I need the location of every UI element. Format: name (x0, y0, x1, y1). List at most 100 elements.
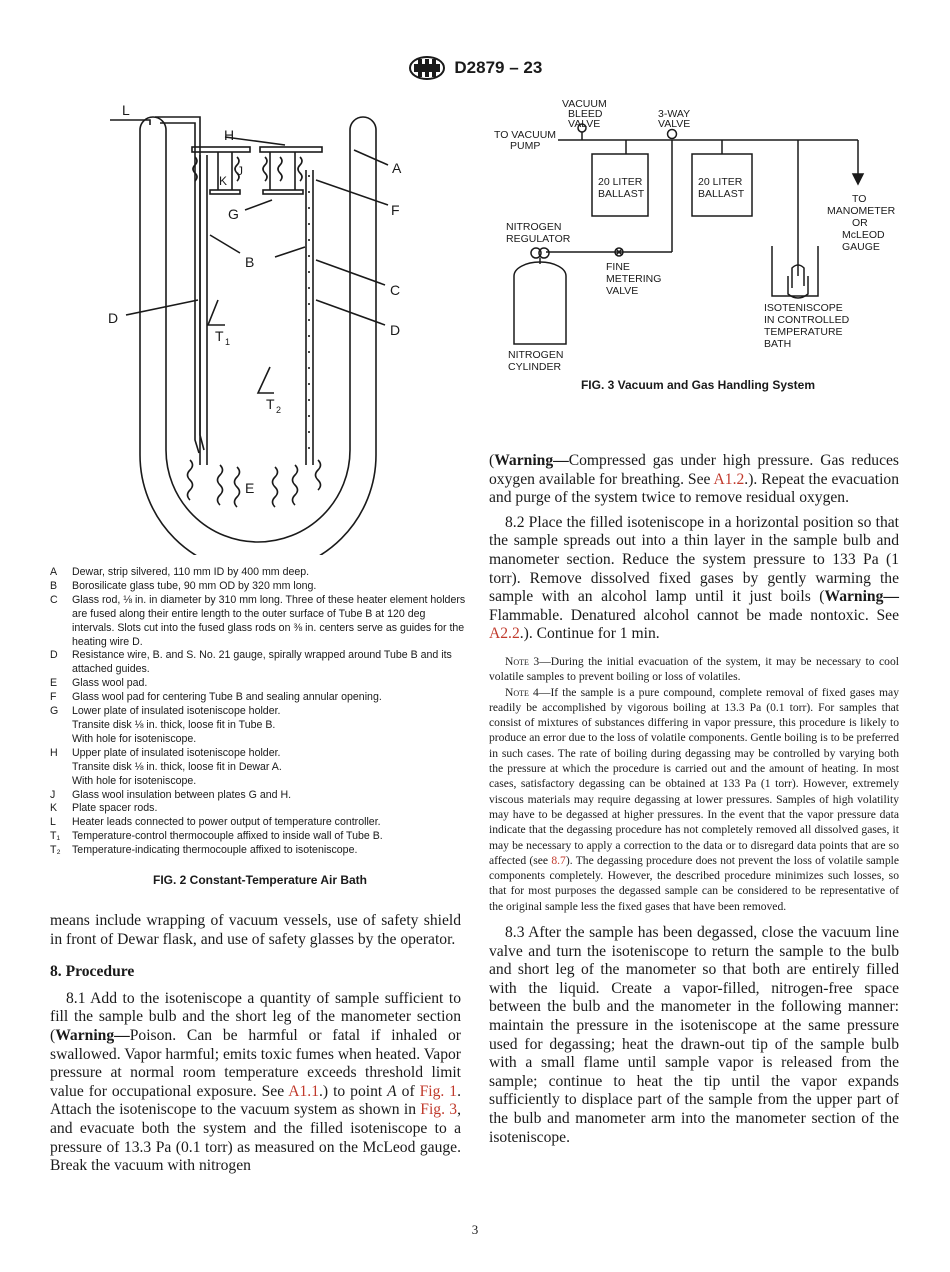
p81-warning: Warning— (55, 1026, 130, 1044)
p81-text-f: , and evacuate both the system and the f… (50, 1101, 461, 1175)
p82-warning: Warning— (824, 588, 899, 606)
callout-E: E (245, 480, 254, 496)
legend-text: Transite disk ⅛ in. thick, loose fit in … (72, 718, 276, 731)
label-ballast1-2: BALLAST (598, 188, 645, 200)
label-isoteniscope-1: ISOTENISCOPE (764, 302, 843, 314)
link-a2-2[interactable]: A2.2 (489, 625, 520, 643)
paragraph-continuation: (Warning—Compressed gas under high press… (489, 452, 899, 508)
label-three-way-2: VALVE (658, 118, 690, 130)
label-isoteniscope-4: BATH (764, 338, 791, 350)
callout-T1: T (215, 328, 224, 344)
legend-row: Transite disk ⅛ in. thick, loose fit in … (50, 761, 470, 775)
cont-text-a: ( (489, 452, 495, 469)
page-header: D2879 – 23 (0, 56, 950, 80)
document-id: D2879 – 23 (454, 58, 543, 77)
fig2-caption: FIG. 2 Constant-Temperature Air Bath (152, 873, 368, 887)
label-to-manometer-2: MANOMETER (827, 205, 896, 217)
link-fig-1[interactable]: Fig. 1 (419, 1082, 458, 1100)
link-8-7[interactable]: 8.7 (551, 853, 566, 867)
legend-text: Borosilicate glass tube, 90 mm OD by 320… (72, 579, 317, 592)
legend-text: Plate spacer rods. (72, 802, 158, 815)
callout-D-left: D (108, 310, 118, 326)
legend-text: Glass wool insulation between plates G a… (72, 788, 292, 801)
note-4-text-b: ). The degassing procedure does not prev… (489, 853, 899, 913)
paragraph-8-3: 8.3 After the sample has been degassed, … (489, 923, 899, 1146)
p81-text-a: 8.1 Add to the isoteniscope a quantity o… (50, 989, 461, 1044)
legend-key: F (50, 691, 57, 704)
note-4-label: Note 4 (505, 685, 539, 699)
note-4: Note 4—If the sample is a pure compound,… (489, 685, 899, 914)
link-a1-2[interactable]: A1.2 (713, 470, 745, 488)
cont-text-c: .). Repeat the evacuation and purge of t… (489, 470, 899, 507)
callout-A: A (392, 160, 402, 176)
cont-text-b: Compressed gas under high pressure. Gas … (489, 452, 899, 488)
fig2-drawing: L H A K J F G B C D D T 1 T 2 E (108, 102, 402, 555)
legend-text: Lower plate of insulated isoteniscope ho… (72, 705, 281, 718)
right-column: ( Warning— Compressed gas under high press… (489, 452, 899, 1147)
legend-text: Transite disk ⅛ in. thick, loose fit in … (72, 760, 282, 773)
callout-K: K (219, 174, 227, 188)
legend-text: With hole for isoteniscope. (72, 732, 197, 745)
legend-key: B (50, 579, 58, 592)
legend-row: G Lower plate of insulated isoteniscope h… (50, 705, 470, 719)
legend-key: L (50, 816, 56, 829)
label-three-way-1: 3-WAY (658, 108, 690, 120)
legend-row: J Glass wool insulation between plates G … (50, 789, 470, 803)
note-4-text-a: —If the sample is a pure compound, compl… (489, 685, 899, 867)
paragraph-8-1: 8.1 Add to the isoteniscope a quantity o… (50, 990, 461, 1176)
left-column: means include wrapping of vacuum vessels… (50, 912, 461, 1176)
callout-L: L (122, 102, 130, 118)
p82-text-c: .). Continue for 1 min. (519, 625, 660, 643)
astm-logo (408, 56, 445, 80)
callout-D-right: D (390, 322, 400, 338)
legend-key (50, 733, 72, 747)
label-to-manometer-1: TO (852, 193, 866, 205)
p82-text-b: Flammable. Denatured alcohol cannot be m… (489, 606, 899, 624)
label-fine-meter-1: FINE (606, 261, 630, 273)
fig3-drawing: VACUUM BLEED VALVE 3-WAY VALVE TO VACUUM… (494, 98, 896, 373)
label-vacuum-bleed-3: VALVE (568, 118, 600, 130)
link-fig-3[interactable]: Fig. 3 (420, 1101, 458, 1119)
label-nitrogen-cyl-2: CYLINDER (508, 361, 562, 373)
legend-text: Temperature-control thermocouple affixed… (72, 830, 383, 843)
legend-key: J (50, 788, 56, 801)
label-fine-meter-3: VALVE (606, 285, 638, 297)
note-3: Note 3—During the initial evacuation of … (489, 654, 899, 685)
legend-key: G (50, 705, 59, 718)
callout-C: C (390, 282, 400, 298)
callout-B: B (245, 254, 254, 270)
label-to-manometer-4: McLEOD (842, 229, 885, 241)
label-ballast2-1: 20 LITER (698, 176, 743, 188)
label-ballast2-2: BALLAST (698, 188, 745, 200)
callout-H: H (224, 127, 234, 143)
legend-row: L Heater leads connected to power output … (50, 816, 470, 830)
link-a1-1[interactable]: A1.1 (288, 1082, 320, 1100)
legend-key: T₁ (50, 830, 61, 843)
legend-text: With hole for isoteniscope. (72, 774, 197, 787)
p81-text-d: of (396, 1082, 420, 1100)
label-fine-meter-2: METERING (606, 273, 661, 285)
note-3-label: Note 3 (505, 654, 540, 668)
legend-text: Heater leads connected to power output o… (72, 816, 381, 829)
legend-key: E (50, 677, 58, 690)
label-nitrogen-reg-2: REGULATOR (506, 233, 571, 245)
legend-key: K (50, 802, 58, 815)
legend-row: K Plate spacer rods. (50, 802, 470, 816)
legend-key: T₂ (50, 844, 61, 857)
legend-row: With hole for isoteniscope. (50, 775, 470, 789)
label-vacuum-bleed-2: BLEED (568, 108, 603, 120)
notes-block: Note 3—During the initial evacuation of … (489, 654, 899, 914)
callout-F: F (391, 202, 400, 218)
label-isoteniscope-3: TEMPERATURE (764, 326, 843, 338)
note-3-text: —During the initial evacuation of the sy… (489, 654, 899, 684)
callout-T2-sub: 2 (276, 405, 281, 415)
legend-text: Resistance wire, B. and S. No. 21 gauge,… (72, 649, 452, 676)
legend-key: A (50, 566, 58, 578)
legend-row: T₁ Temperature-control thermocouple affix… (50, 830, 470, 844)
p81-point-a: A (387, 1082, 397, 1100)
legend-text: Glass wool pad. (72, 677, 148, 690)
